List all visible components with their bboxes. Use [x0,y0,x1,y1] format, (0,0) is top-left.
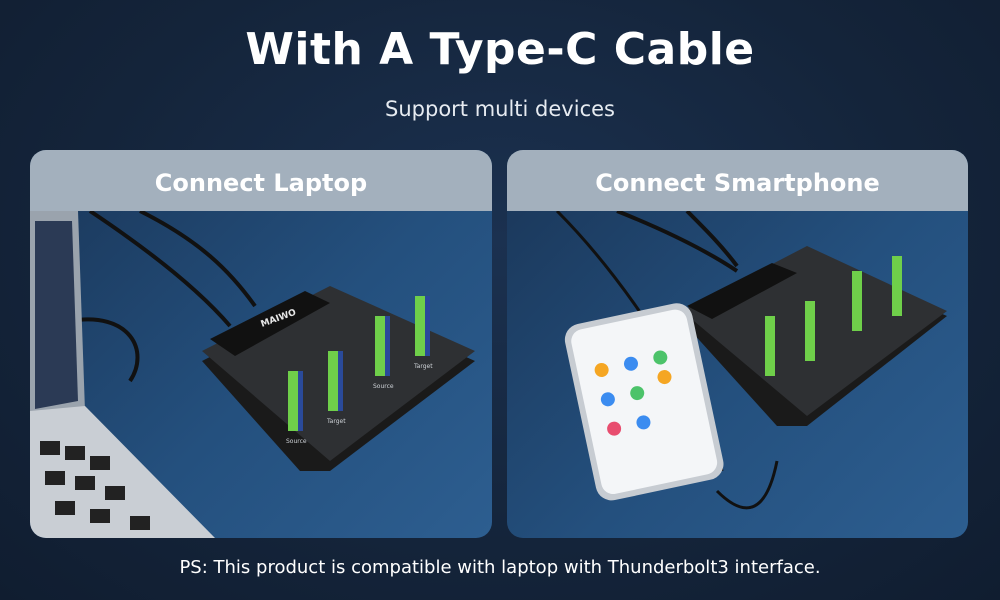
panel-connect-smartphone: Connect Smartphone [507,150,968,538]
slot-label: Target [326,418,346,425]
panel-label: Connect Laptop [30,150,492,211]
laptop [30,211,215,538]
panel-connect-laptop: Connect Laptop MAIWO Source Target Sourc… [30,150,492,538]
compatibility-note: PS: This product is compatible with lapt… [179,557,821,578]
laptop-dock-illustration: MAIWO Source Target Source Target [30,211,475,538]
slot-label: Source [373,383,394,390]
slot-label: Source [286,438,307,445]
nvme-dock: MAIWO Source Target Source Target [202,286,475,471]
panel-label: Connect Smartphone [507,150,968,211]
page-subtitle: Support multi devices [385,97,615,121]
page-title: With A Type-C Cable [245,24,755,75]
slot-label: Target [413,363,433,370]
smartphone [564,303,724,501]
nvme-dock [682,246,947,426]
smartphone-dock-illustration [555,211,947,510]
